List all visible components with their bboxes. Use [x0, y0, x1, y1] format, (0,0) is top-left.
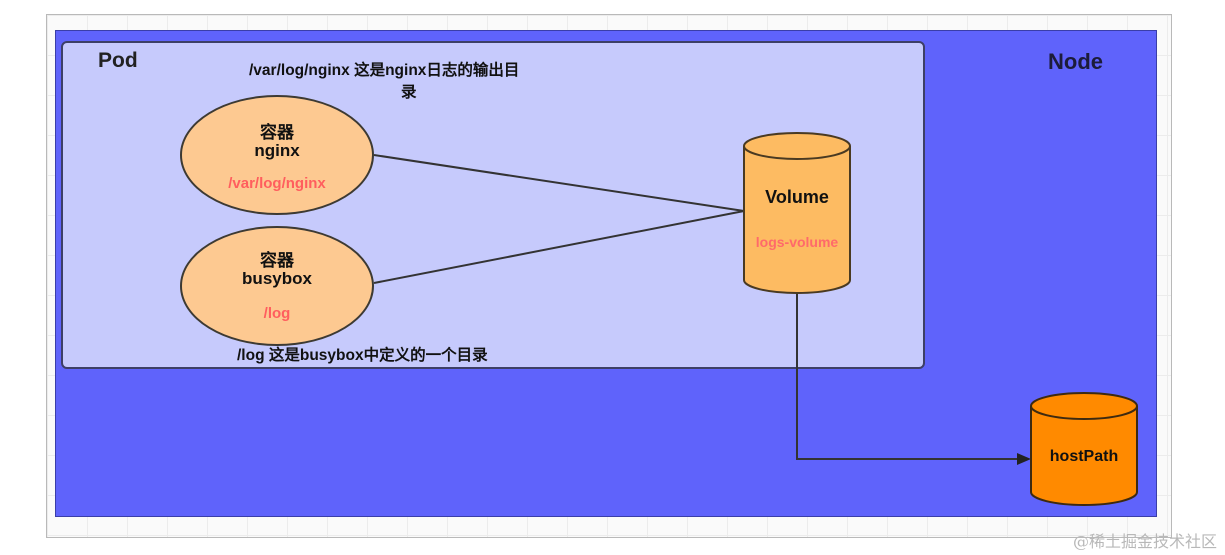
connector-busybox-volume: [373, 210, 745, 284]
container-busybox: 容器 busybox /log: [180, 226, 374, 346]
volume-name: logs-volume: [755, 234, 839, 250]
container-kind-label: 容器: [260, 123, 294, 142]
volume-cylinder: [743, 132, 851, 294]
busybox-log-note: /log 这是busybox中定义的一个目录: [237, 347, 488, 364]
watermark: @稀土掘金技术社区: [1072, 532, 1217, 551]
volume-title: Volume: [765, 187, 829, 207]
container-nginx: 容器 nginx /var/log/nginx: [180, 95, 374, 215]
connector-nginx-volume: [373, 154, 745, 212]
hostpath-title: hostPath: [1049, 448, 1119, 465]
nginx-log-note-line2: 录: [401, 84, 417, 101]
nginx-log-note-line1: /var/log/nginx 这是nginx日志的输出目: [249, 62, 520, 79]
container-name-label: busybox: [242, 269, 312, 288]
container-kind-label: 容器: [260, 251, 294, 270]
hostpath-cylinder: [1030, 392, 1138, 506]
connector-volume-hostpath: [796, 293, 1022, 460]
container-path-label: /var/log/nginx: [228, 175, 326, 192]
container-path-label: /log: [263, 305, 291, 322]
node-label: Node: [1048, 49, 1103, 74]
arrowhead-hostpath: [1017, 453, 1031, 465]
container-name-label: nginx: [254, 141, 300, 160]
pod-label: Pod: [98, 49, 138, 72]
